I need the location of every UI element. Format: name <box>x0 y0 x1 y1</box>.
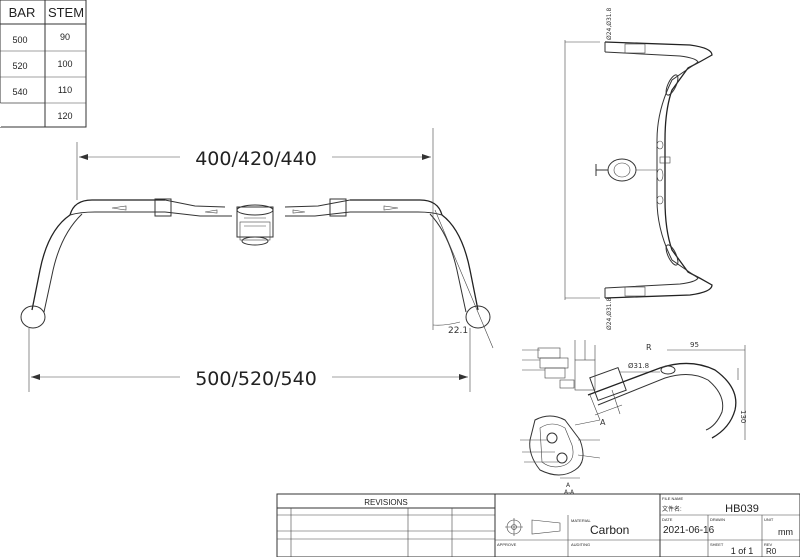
top-view-label-top: Ø24,Ø31.8 <box>606 7 613 40</box>
section-view: A A-A <box>520 415 601 496</box>
date-value: 2021-06-16 <box>663 525 715 536</box>
drawn-caption: DRAWN <box>710 517 725 522</box>
dim-top-width: 400/420/440 <box>195 148 317 170</box>
dim-bottom-width: 500/520/540 <box>195 368 317 390</box>
sheet-caption: SHEET <box>710 542 724 547</box>
auditing-caption: AUDITING <box>571 542 590 547</box>
material-value: Carbon <box>590 523 629 537</box>
date-caption: DATE <box>662 517 673 522</box>
section-label-A: A <box>566 482 571 489</box>
top-view-label-bottom: Ø24,Ø31.8 <box>606 297 613 330</box>
stem-value: 120 <box>57 111 72 121</box>
section-label-AA: A-A <box>564 489 575 496</box>
dim-95: 95 <box>690 341 699 349</box>
bar-value: 540 <box>12 87 27 97</box>
bar-value: 500 <box>12 35 27 45</box>
material-caption: MATERIAL <box>571 518 591 523</box>
projection-symbol-icon <box>505 518 561 536</box>
title-block: REVISIONS MATERIAL Carbon APPROVE AUDITI… <box>276 493 800 557</box>
stem-detail <box>522 340 596 391</box>
header-bar: BAR <box>9 5 36 20</box>
header-stem: STEM <box>48 5 84 20</box>
angle-label: 22.1 <box>448 326 468 336</box>
unit-caption: UNIT <box>764 517 774 522</box>
side-view: 95 R Ø31.8 130 A <box>522 340 747 440</box>
front-view: 400/420/440 22.1 <box>20 128 494 392</box>
stem-value: 100 <box>57 59 72 69</box>
revisions-label: REVISIONS <box>364 498 408 507</box>
stem-value: 110 <box>58 85 72 95</box>
file-name-caption: FILE NAME <box>662 496 683 501</box>
approve-caption: APPROVE <box>497 542 517 547</box>
unit-value: mm <box>778 527 793 537</box>
dim-height: 130 <box>739 410 747 423</box>
rev-caption: REV <box>764 542 773 547</box>
label-R: R <box>646 343 652 352</box>
top-view: Ø24,Ø31.8 Ø24,Ø31.8 <box>564 7 713 330</box>
rev-value: R0 <box>766 547 777 556</box>
label-A: A <box>600 418 606 427</box>
sheet-value: 1 of 1 <box>731 546 754 556</box>
bar-value: 520 <box>12 61 27 71</box>
file-name-cn: 文件名: <box>662 505 682 513</box>
stem-value: 90 <box>60 32 70 42</box>
dim-31-8: Ø31.8 <box>628 362 649 370</box>
file-name-value: HB039 <box>725 503 759 515</box>
size-table: BAR STEM 500 520 540 90 100 110 120 <box>0 0 87 128</box>
